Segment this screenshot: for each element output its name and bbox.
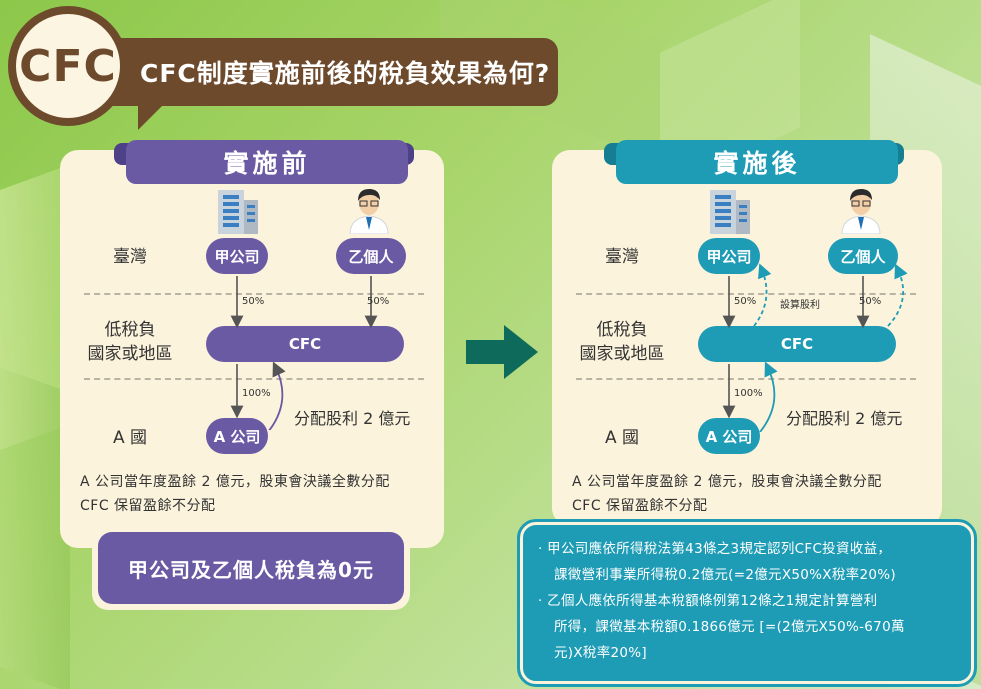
before-pct-jia: 50%	[242, 296, 265, 307]
after-result-box	[517, 519, 977, 687]
before-node-cfc: CFC	[206, 326, 404, 362]
before-dividend-label: 分配股利 2 億元	[294, 409, 411, 428]
after-divider-1	[576, 293, 916, 295]
after-node-person-yi: 乙個人	[828, 238, 898, 274]
after-node-cfc: CFC	[698, 326, 896, 362]
before-divider-2	[84, 378, 424, 380]
transition-arrow-icon	[466, 325, 538, 379]
after-result-line: 所得，課徵基本稅額0.1866億元 [=(2億元X50%-670萬	[554, 619, 905, 635]
after-result: · 甲公司應依所得稅法第43條之3規定認列CFC投資收益， 課徵營利事業所得稅0…	[538, 536, 962, 666]
after-result-line: · 乙個人應依所得基本稅額條例第12條之1規定計算營利	[538, 593, 878, 609]
after-result-line: 課徵營利事業所得稅0.2億元(=2億元X50%X稅率20%)	[554, 567, 896, 583]
after-dividend-label: 分配股利 2 億元	[786, 409, 903, 428]
after-divider-2	[576, 378, 916, 380]
after-result-line: · 甲公司應依所得稅法第43條之3規定認列CFC投資收益，	[538, 541, 892, 557]
before-label-low-tax-1: 低稅負	[104, 320, 156, 340]
person-icon	[349, 189, 389, 234]
before-note-2: CFC 保留盈餘不分配	[80, 498, 216, 514]
after-node-company-a: A 公司	[698, 418, 760, 454]
after-pct-jia: 50%	[734, 296, 757, 307]
before-node-company-jia: 甲公司	[206, 238, 268, 274]
before-label-country-a: A 國	[112, 428, 148, 448]
before-divider-1	[84, 293, 424, 295]
building-icon	[218, 190, 258, 234]
before-label-taiwan: 臺灣	[113, 247, 147, 267]
before-arrows	[230, 276, 378, 430]
after-result-line: 元)X稅率20%]	[554, 645, 647, 661]
after-label-country-a: A 國	[604, 428, 640, 448]
after-deemed-dividend: 設算股利	[780, 300, 820, 311]
header-bar	[70, 38, 558, 106]
before-node-person-yi: 乙個人	[336, 238, 406, 274]
after-note-1: A 公司當年度盈餘 2 億元，股東會決議全數分配	[572, 474, 882, 490]
before-title: 實施前	[126, 140, 408, 184]
before-result: 甲公司及乙個人稅負為0元	[98, 532, 404, 604]
person-icon	[841, 189, 881, 234]
before-node-company-a: A 公司	[206, 418, 268, 454]
before-label-low-tax-2: 國家或地區	[87, 344, 173, 364]
before-pct-a: 100%	[242, 388, 271, 399]
before-note-1: A 公司當年度盈餘 2 億元，股東會決議全數分配	[80, 474, 390, 490]
header-tail	[138, 100, 168, 130]
after-label-low-tax-2: 國家或地區	[579, 344, 665, 364]
page-title: CFC制度實施前後的稅負效果為何?	[140, 59, 551, 88]
after-node-company-jia: 甲公司	[698, 238, 760, 274]
before-pct-yi: 50%	[367, 296, 390, 307]
after-label-taiwan: 臺灣	[605, 247, 639, 267]
after-label-low-tax-1: 低稅負	[596, 320, 648, 340]
after-arrows	[722, 263, 908, 432]
after-title: 實施後	[616, 140, 898, 184]
building-icon	[710, 190, 750, 234]
after-pct-a: 100%	[734, 388, 763, 399]
after-pct-yi: 50%	[859, 296, 882, 307]
after-note-2: CFC 保留盈餘不分配	[572, 498, 708, 514]
header-badge: CFC	[16, 14, 120, 118]
